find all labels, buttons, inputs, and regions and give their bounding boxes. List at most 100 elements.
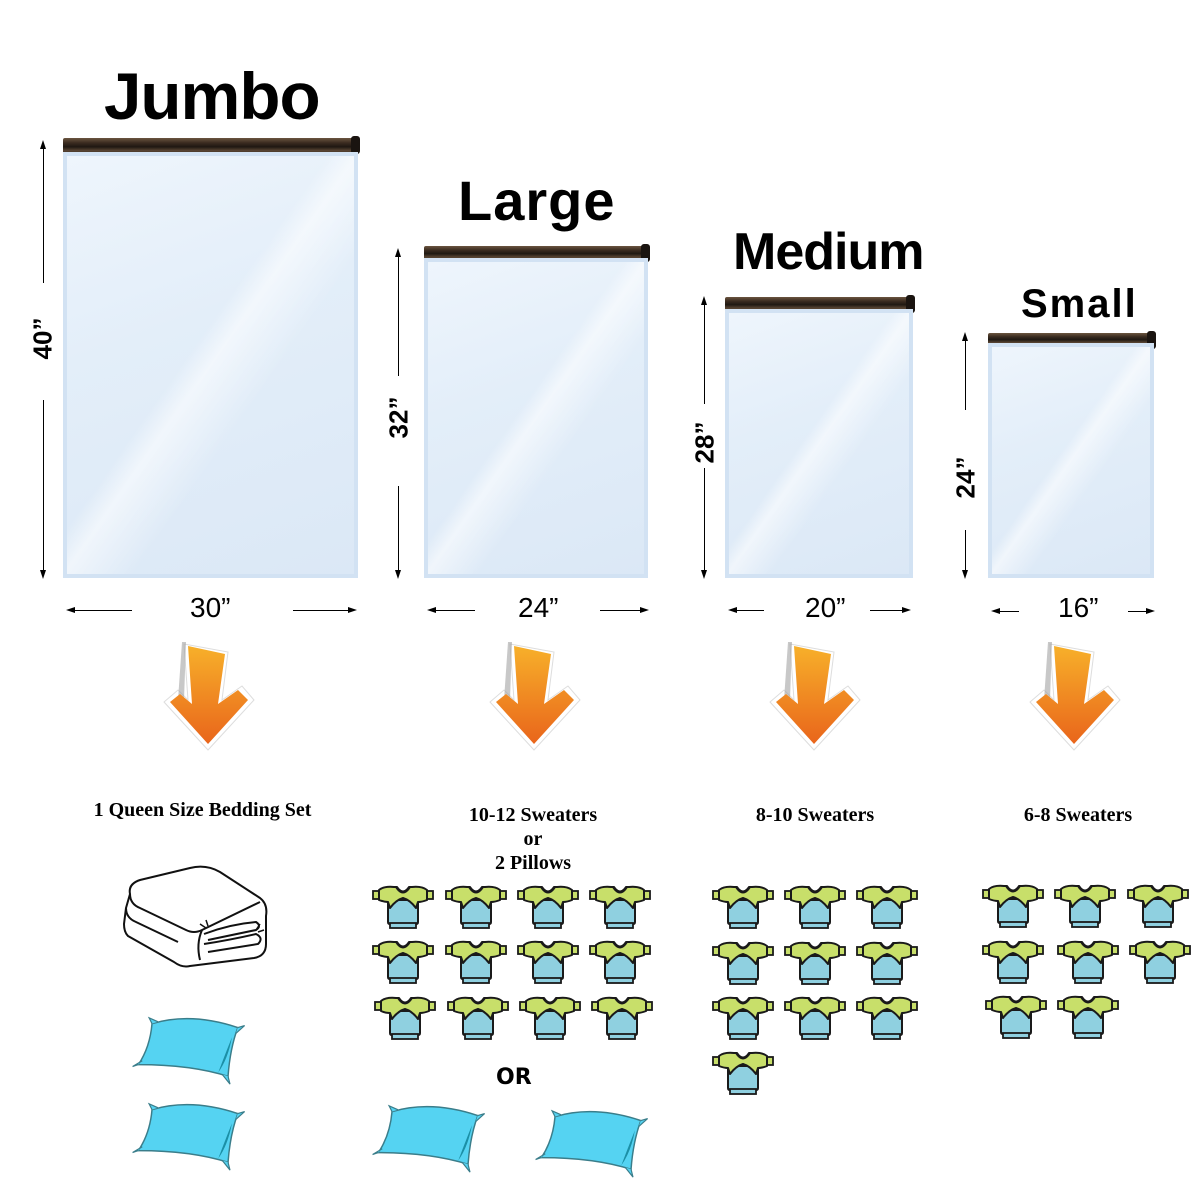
sweater-icon [591,995,653,1041]
large-height-label: 32” [383,396,414,439]
up-arrow-icon [40,140,46,149]
dimension-line [293,610,349,611]
zipper [424,244,650,262]
sweater-icon [445,884,507,930]
zipper [988,331,1156,349]
small-width-label: 16” [1058,592,1099,623]
dimension-line [398,256,399,376]
sweater-icon [712,995,774,1041]
or-label: OR [496,1065,532,1090]
bag-body [725,309,913,578]
orange-down-arrow-icon [484,640,584,780]
right-arrow-icon [640,607,649,613]
up-arrow-icon [701,296,707,305]
medium-capacity: 8-10 Sweaters [705,803,925,827]
capacity-line: 8-10 Sweaters [755,804,875,826]
right-arrow-icon [902,607,911,613]
sweater-icon [445,939,507,985]
sweater-icon [447,995,509,1041]
dimension-line [43,148,44,283]
sweater-icon [372,939,434,985]
medium-height-label: 28” [689,421,720,464]
dimension-line [43,400,44,570]
dimension-line [1128,611,1146,612]
small-capacity: 6-8 Sweaters [978,803,1178,827]
orange-down-arrow-icon [158,640,258,780]
jumbo-capacity: 1 Queen Size Bedding Set [40,798,365,822]
medium-title: Medium [733,223,924,281]
orange-down-arrow-icon [764,640,864,780]
sweater-icon [712,940,774,986]
bag-body [988,343,1154,578]
capacity-line: 1 Queen Size Bedding Set [93,799,312,821]
sweater-icon [712,884,774,930]
sweater-icon [856,995,918,1041]
capacity-line: 2 Pillows [494,852,572,874]
large-title: Large [458,169,616,232]
left-arrow-icon [427,607,436,613]
bag-body [63,152,358,578]
sweater-icon [784,995,846,1041]
sweater-icon [1129,939,1191,985]
sweater-icon [784,940,846,986]
left-arrow-icon [66,607,75,613]
sweater-icon [372,884,434,930]
dimension-line [870,610,902,611]
down-arrow-icon [395,570,401,579]
up-arrow-icon [962,332,968,341]
small-height-label: 24” [950,456,981,499]
jumbo-height-label: 40” [27,317,58,360]
pillow-icon [372,1098,490,1176]
sweater-icon [517,939,579,985]
large-capacity: 10-12 Sweaters or 2 Pillows [383,803,683,875]
sweater-icon [517,884,579,930]
sweater-icon [856,940,918,986]
sweater-icon [784,884,846,930]
dimension-line [997,611,1019,612]
sweater-icon [712,1050,774,1096]
sweater-icon [982,939,1044,985]
down-arrow-icon [962,570,968,579]
sweater-icon [1127,883,1189,929]
up-arrow-icon [395,248,401,257]
dimension-line [965,530,966,570]
sweater-icon [1057,994,1119,1040]
dimension-line [433,610,475,611]
sweater-icon [982,883,1044,929]
jumbo-bag [63,136,360,578]
sweater-icon [856,884,918,930]
small-title: Small [1021,282,1138,326]
small-bag [988,331,1156,578]
pillow-icon [535,1103,653,1181]
capacity-line: or [523,828,543,850]
folded-bedding-icon [123,865,268,968]
pillow-icon [132,1010,250,1088]
sweater-icon [1057,939,1119,985]
dimension-line [72,610,132,611]
capacity-line: 10-12 Sweaters [468,804,598,826]
medium-width-label: 20” [805,592,846,623]
capacity-line: 6-8 Sweaters [1023,804,1133,826]
dimension-line [965,340,966,410]
dimension-line [704,304,705,404]
sweater-icon [374,995,436,1041]
medium-bag [725,295,915,578]
large-bag [424,244,650,578]
sweater-icon [985,994,1047,1040]
dimension-line [600,610,640,611]
bag-body [424,258,648,578]
zipper [725,295,915,313]
sweater-icon [519,995,581,1041]
jumbo-width-label: 30” [190,592,231,623]
orange-down-arrow-icon [1024,640,1124,780]
down-arrow-icon [40,570,46,579]
large-width-label: 24” [518,592,559,623]
pillow-icon [132,1096,250,1174]
right-arrow-icon [1146,608,1155,614]
jumbo-title: Jumbo [104,59,321,133]
zipper [63,136,360,154]
sweater-icon [589,939,651,985]
right-arrow-icon [348,607,357,613]
left-arrow-icon [728,607,737,613]
sweater-icon [589,884,651,930]
